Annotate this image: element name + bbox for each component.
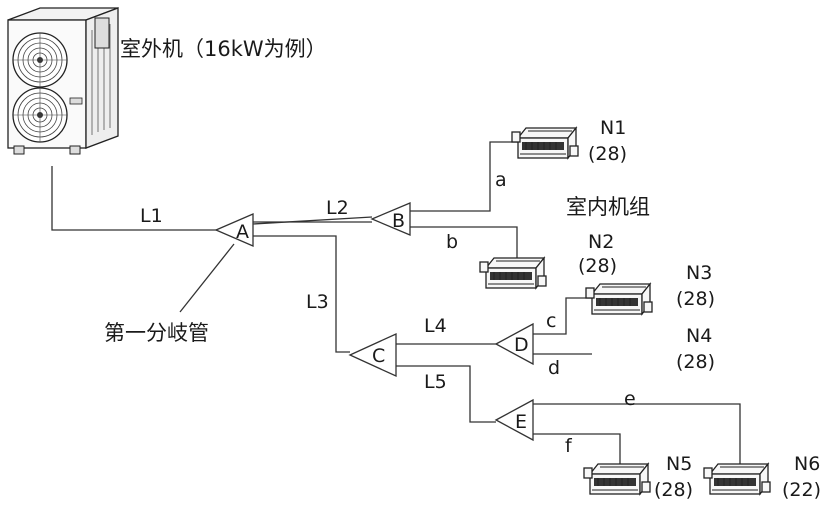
indoor-unit-n3: N3 (28) xyxy=(676,262,715,310)
indoor-unit-icon xyxy=(703,463,771,495)
svg-text:N6: N6 xyxy=(794,453,820,475)
branch-joint-b: B xyxy=(370,202,411,236)
pipe-label-d: d xyxy=(548,357,560,379)
svg-text:N4: N4 xyxy=(686,325,712,347)
first-branch-label: 第一分岐管 xyxy=(104,321,209,345)
svg-text:B: B xyxy=(392,210,405,232)
svg-text:(22): (22) xyxy=(782,479,821,501)
piping-network xyxy=(51,141,741,465)
svg-text:(28): (28) xyxy=(588,143,627,165)
svg-text:A: A xyxy=(236,221,249,243)
branch-joint-e: E xyxy=(494,398,534,442)
pipe-label-l4: L4 xyxy=(424,315,447,337)
indoor-unit-n6: N6 (22) xyxy=(782,453,821,501)
svg-text:N2: N2 xyxy=(588,231,614,253)
svg-text:N5: N5 xyxy=(666,453,692,475)
indoor-unit-icon xyxy=(511,127,579,159)
svg-text:N3: N3 xyxy=(686,262,712,284)
indoor-unit-n2: N2 (28) xyxy=(578,231,617,277)
pipe-label-c: c xyxy=(546,310,556,332)
branch-joint-a: A xyxy=(214,213,254,247)
svg-text:D: D xyxy=(514,334,529,356)
indoor-unit-n4: N4 (28) xyxy=(676,325,715,373)
indoor-unit-icon xyxy=(583,463,651,495)
svg-text:E: E xyxy=(515,411,527,433)
branch-joint-c: C xyxy=(348,332,397,378)
svg-text:(28): (28) xyxy=(654,479,693,501)
outdoor-unit-icon xyxy=(7,7,119,155)
indoor-unit-n1: N1 (28) xyxy=(588,117,627,165)
svg-text:N1: N1 xyxy=(600,117,626,139)
svg-text:(28): (28) xyxy=(676,351,715,373)
indoor-group-label: 室内机组 xyxy=(566,195,650,219)
svg-text:(28): (28) xyxy=(676,288,715,310)
pipe-label-a: a xyxy=(495,169,507,191)
svg-text:C: C xyxy=(372,345,385,367)
pipe-label-l2: L2 xyxy=(326,197,349,219)
indoor-unit-icon xyxy=(479,257,547,289)
pipe-label-e: e xyxy=(624,388,636,410)
pipe-label-l1: L1 xyxy=(140,205,163,227)
indoor-unit-n5: N5 (28) xyxy=(654,453,693,501)
pipe-label-l3: L3 xyxy=(306,291,329,313)
outdoor-unit-label: 室外机（16kW为例） xyxy=(120,37,327,61)
pipe-label-b: b xyxy=(446,231,458,253)
branch-joint-d: D xyxy=(494,322,534,366)
pipe-label-f: f xyxy=(565,435,573,457)
pipe-label-l5: L5 xyxy=(424,371,447,393)
indoor-unit-icon xyxy=(585,283,653,315)
svg-text:(28): (28) xyxy=(578,255,617,277)
